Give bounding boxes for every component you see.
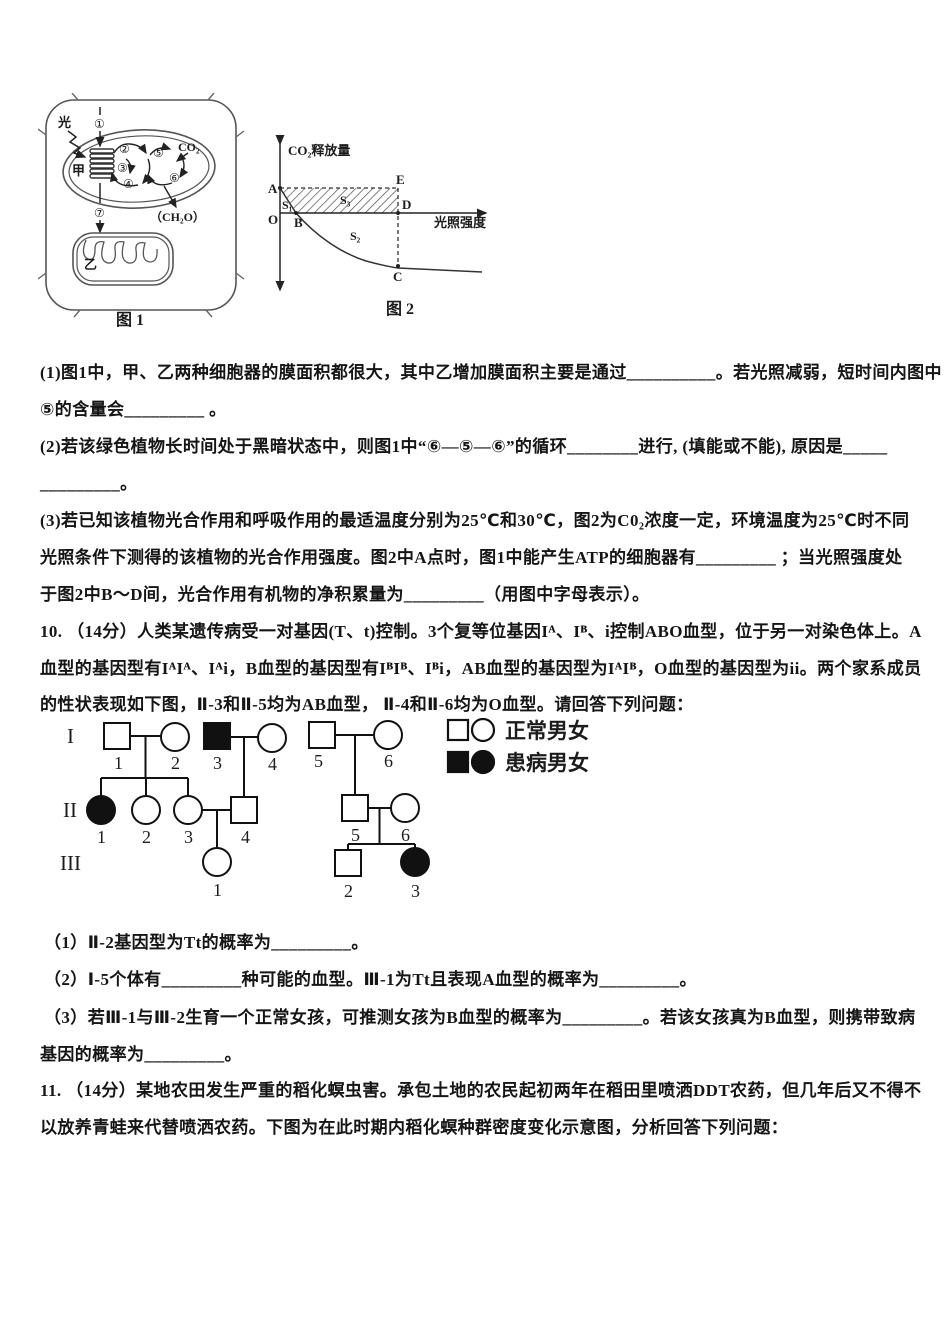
q-line: 10. （14分）人类某遗传病受一对基因(T、t)控制。3个复等位基因Iᴬ、Iᴮ… [40,622,922,641]
q-line: 的性状表现如下图，Ⅱ-3和Ⅱ-5均为AB血型， Ⅱ-4和Ⅱ-6均为O血型。请回答… [40,695,694,714]
thylakoid-stack [89,148,115,179]
co2-release-curve [279,187,483,273]
member-num: 3 [411,881,420,901]
legend-normal-female-icon [470,717,496,743]
region-s1: S₁ [282,198,293,212]
step-5: ⑤ [153,146,164,160]
point-C-dot [396,264,400,268]
pedigree-female-III-1 [202,847,232,877]
q-line: 基因的概率为_________。 [40,1045,242,1064]
pedigree-female-II-6 [390,793,420,823]
figure2-graph: CO₂释放量 光照强度 A O B E D C S₁ S₃ S₂ 图 2 [268,135,488,318]
co2-label: CO₂ [178,140,200,154]
step-1: ① [94,117,105,131]
point-E: E [396,172,405,187]
point-D: D [402,197,411,212]
pedigree-male-II-5 [341,794,369,822]
generation-label-III: III [60,851,81,875]
member-num: 3 [213,753,222,773]
step-2: ② [119,142,130,156]
pedigree-female-I-2 [160,722,190,752]
point-D-dot [396,211,400,215]
pedigree-legend: 正常男女 患病男女 [446,717,589,775]
q-line: （2）Ⅰ-5个体有_________种可能的血型。Ⅲ-1为Tt且表现A血型的概率… [44,970,697,989]
member-num: 1 [114,753,123,773]
organelle-yi-label: 乙 [84,257,97,272]
cristae [82,239,158,264]
pedigree-female-III-3-affected [400,847,430,877]
pedigree-female-I-4 [257,723,287,753]
calvin-cycle-left [109,143,152,187]
figure1-cell-diagram: 光 ① ② ③ ④ ⑤ ⑥ CO₂ （CH₂O） 甲 [38,93,245,329]
pedigree-female-II-3 [173,795,203,825]
step-6: ⑥ [169,171,180,185]
point-C: C [393,269,402,284]
cell-wall-junctions [38,93,245,318]
q-line: (3)若已知该植物光合作用和呼吸作用的最适温度分别为25℃和30℃，图2为C0₂… [40,511,910,530]
organelle-jia-label: 甲 [72,163,85,178]
member-num: 1 [97,827,106,847]
q-line: (1)图1中，甲、乙两种细胞器的膜面积都很大，其中乙增加膜面积主要是通过____… [40,363,942,382]
member-num: 5 [314,751,323,771]
pedigree-male-III-2 [334,849,362,877]
point-O: O [268,212,278,227]
legend-affected-label: 患病男女 [505,751,589,775]
member-num: 4 [241,827,250,847]
q-line: （3）若Ⅲ-1与Ⅲ-2生育一个正常女孩，可推测女孩为B血型的概率为_______… [44,1008,916,1027]
cycle-right [147,142,189,209]
light-ray-icon [67,130,87,159]
step-7: ⑦ [94,206,105,220]
pedigree-female-II-2 [131,795,161,825]
legend-normal-male-icon [446,718,470,742]
point-B-dot [294,211,298,215]
step-3: ③ [117,161,128,175]
member-num: 4 [268,754,277,774]
legend-affected-male-icon [446,750,470,774]
q-line: 11. （14分）某地农田发生严重的稻化螟虫害。承包土地的农民起初两年在稻田里喷… [40,1081,922,1100]
legend-normal-label: 正常男女 [505,719,589,743]
generation-label-I: I [67,724,74,748]
ch2o-label: （CH₂O） [150,209,205,224]
x-axis-label: 光照强度 [433,215,487,230]
cell-wall [45,99,237,311]
region-s3: S₃ [340,193,351,207]
pedigree-male-I-5 [308,721,336,749]
q-line: _________。 [40,474,138,493]
pedigree-male-II-4 [230,796,258,824]
q-line: 光照条件下测得的该植物的光合作用强度。图2中A点时，图1中能产生ATP的细胞器有… [40,548,903,567]
q-line: 于图2中B〜D间，光合作用有机物的净积累量为_________（用图中字母表示）… [40,585,650,604]
q-line: （1）Ⅱ-2基因型为Tt的概率为_________。 [44,933,369,952]
member-num: 5 [351,825,360,845]
pedigree-female-II-1-affected [86,795,116,825]
light-label: 光 [57,115,71,130]
point-B: B [294,215,303,230]
pedigree-chart: I II III [60,717,589,901]
member-num: 3 [184,827,193,847]
region-s3-shaded [280,188,398,213]
q-line: 以放养青蛙来代替喷洒农药。下图为在此时期内稻化螟种群密度变化示意图，分析回答下列… [40,1118,789,1137]
mitochondrion: 乙 [72,232,174,286]
q-line: ⑤的含量会_________ 。 [40,400,227,419]
figure1-caption: 图 1 [116,311,144,329]
y-axis-label: CO₂释放量 [288,143,350,158]
member-num: 1 [213,880,222,900]
pedigree-male-I-3-affected [203,722,231,750]
point-A-dot [278,186,282,190]
point-A: A [268,181,278,196]
legend-affected-female-icon [470,749,496,775]
member-num: 6 [384,751,393,771]
q-line: 血型的基因型有IᴬIᴬ、Iᴬi，B血型的基因型有IᴮIᴮ、Iᴮi，AB血型的基因… [40,659,922,678]
generation-label-II: II [63,798,77,822]
member-num: 2 [142,827,151,847]
member-num: 2 [171,753,180,773]
member-num: 6 [401,825,410,845]
step-4: ④ [123,177,134,191]
region-s2: S₂ [350,229,361,243]
member-num: 2 [344,881,353,901]
pedigree-female-I-6 [373,720,403,750]
figure2-caption: 图 2 [386,300,414,318]
pedigree-lines [100,734,416,850]
pedigree-male-I-1 [103,722,131,750]
q-line: (2)若该绿色植物长时间处于黑暗状态中，则图1中“⑥—⑤—⑥”的循环______… [40,437,888,456]
